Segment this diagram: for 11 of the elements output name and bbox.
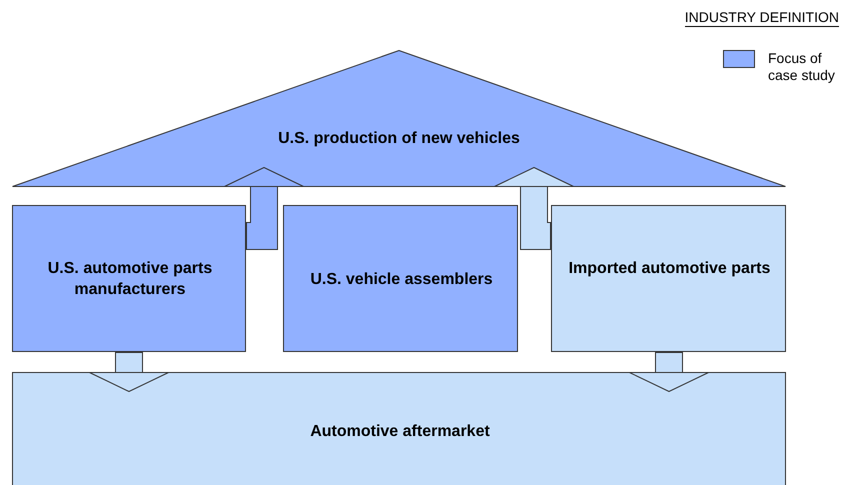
legend-text: Focus of case study: [768, 50, 836, 84]
category-box: [12, 205, 246, 352]
category-box: [283, 205, 518, 352]
section-heading: INDUSTRY DEFINITION: [684, 8, 839, 27]
category-box: [12, 372, 786, 485]
node-label: Imported automotive parts: [568, 259, 772, 279]
node-label: U.S. vehicle assemblers: [309, 270, 494, 290]
category-box: [551, 205, 786, 352]
node-label: Automotive aftermarket: [309, 422, 491, 442]
node-label: U.S. automotive parts manufacturers: [46, 259, 214, 300]
node-label: U.S. production of new vehicles: [277, 129, 521, 149]
